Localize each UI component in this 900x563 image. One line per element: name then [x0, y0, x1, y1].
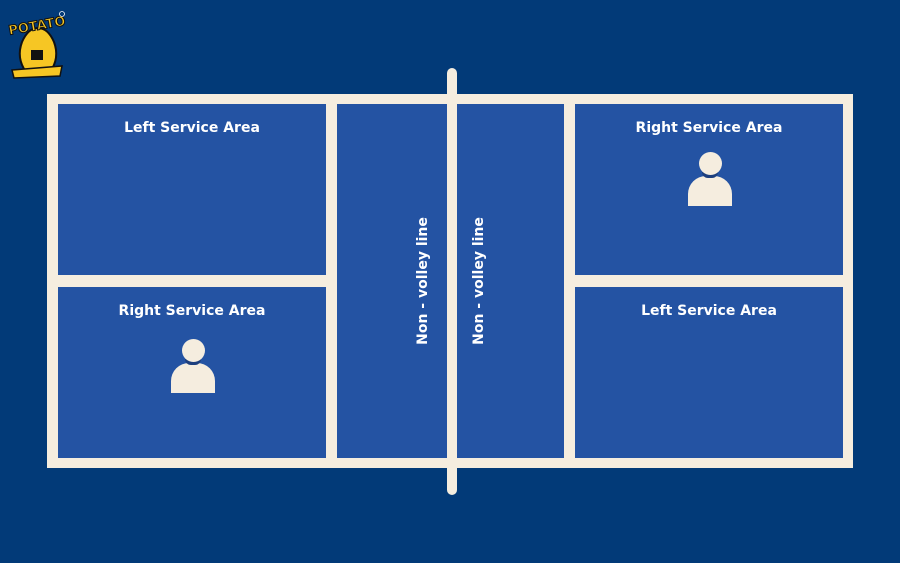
right-service-area-left-court: Right Service Area — [58, 287, 326, 458]
kitchen-right: Non - volley line — [457, 104, 564, 458]
player-icon — [688, 152, 732, 206]
net — [447, 68, 457, 495]
kitchen-left: Non - volley line — [337, 104, 447, 458]
left-service-area-right-court: Left Service Area — [575, 287, 843, 458]
service-area-label: Right Service Area — [118, 303, 266, 319]
player-icon — [171, 339, 215, 393]
non-volley-line-label: Non - volley line — [415, 217, 431, 345]
potato-logo: POTATO — [8, 11, 66, 79]
service-area-label: Left Service Area — [641, 303, 777, 319]
service-area-label: Left Service Area — [124, 120, 260, 136]
service-area-label: Right Service Area — [635, 120, 783, 136]
non-volley-line-label: Non - volley line — [471, 217, 487, 345]
right-service-area-right-court: Right Service Area — [575, 104, 843, 275]
left-service-area-left-court: Left Service Area — [58, 104, 326, 275]
